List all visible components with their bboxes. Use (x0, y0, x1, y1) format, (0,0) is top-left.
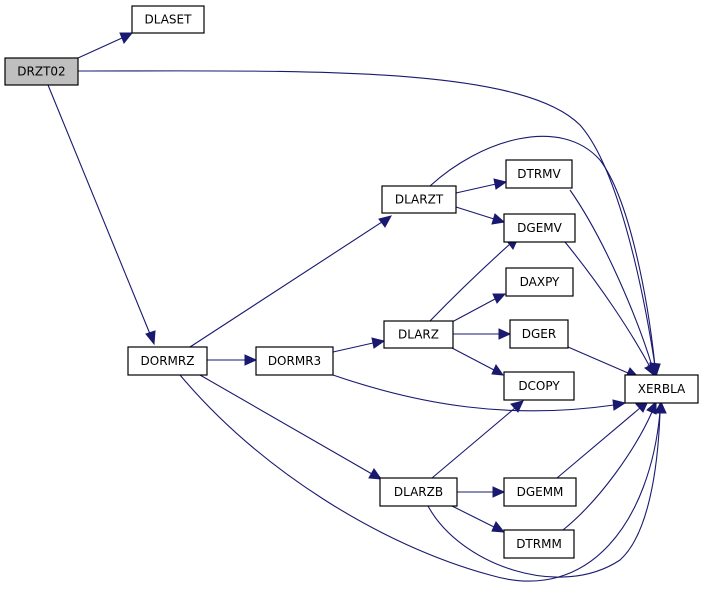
arrow-dormrz-dlarzb (368, 468, 383, 480)
node-dger[interactable]: DGER (509, 319, 569, 349)
edge-dormr3-xerbla (332, 374, 615, 412)
edge-dlarz-dgemv (429, 243, 511, 322)
node-dtrmv[interactable]: DTRMV (505, 159, 573, 189)
node-label: DLARZT (395, 193, 444, 207)
node-label: DTRMV (517, 167, 561, 181)
arrow-drzt02-dormrz (145, 330, 156, 346)
edges (47, 32, 667, 582)
arrow-dormr3-dlarz (371, 337, 386, 349)
edge-dlarzt-dgemv (455, 206, 495, 220)
edge-dgemm-xerbla (556, 407, 641, 479)
node-label: DTRMM (516, 537, 562, 551)
edge-dlarzt-xerbla (429, 135, 656, 367)
node-label: XERBLA (638, 382, 686, 396)
edge-dormrz-dlarzb (199, 374, 373, 475)
arrow-drzt02-dlaset (119, 32, 134, 44)
edge-drzt02-xerbla (77, 70, 656, 367)
arrow-dlarzb-dgemm (492, 486, 506, 498)
node-label: DLASET (145, 13, 193, 27)
edge-dlarz-daxpy (451, 298, 496, 323)
nodes: DRZT02 DLASET DORMRZ DORMR3 DLARZT DLARZ… (4, 5, 699, 559)
edge-dlarzb-xerbla (427, 411, 661, 578)
node-label: DGEMV (517, 221, 562, 235)
edge-dtrmm-xerbla (562, 411, 653, 531)
arrow-dlarz-dger (498, 328, 512, 340)
node-label: DORMRZ (141, 354, 195, 368)
edge-dgemv-xerbla (564, 241, 651, 368)
arrow-dlarzb-dcopy (510, 400, 524, 413)
node-dlaset[interactable]: DLASET (131, 5, 205, 34)
node-daxpy[interactable]: DAXPY (505, 267, 574, 297)
edge-dtrmv-xerbla (569, 189, 653, 367)
arrow-dgemv-xerbla (644, 363, 656, 378)
node-label: DLARZB (394, 485, 443, 499)
edge-dlarzb-dtrmm (449, 504, 495, 528)
arrow-dtrmm-xerbla (646, 400, 657, 415)
node-label: DGER (522, 327, 556, 341)
edge-dlarz-dcopy (451, 347, 495, 371)
edge-dormrz-xerbla (179, 374, 661, 582)
node-dcopy[interactable]: DCOPY (503, 371, 575, 401)
arrow-dlarz-daxpy (492, 293, 507, 304)
arrow-dlarzb-xerbla (654, 400, 666, 414)
edge-drzt02-dlaset (77, 37, 123, 59)
node-label: DLARZ (398, 328, 439, 342)
arrow-dormrz-dormr3 (244, 354, 258, 366)
node-dgemm[interactable]: DGEMM (503, 477, 577, 507)
edge-dlarzb-dcopy (431, 407, 516, 479)
arrow-dlarzb-dtrmm (491, 521, 506, 533)
node-drzt02[interactable]: DRZT02 (4, 57, 79, 86)
node-dtrmm[interactable]: DTRMM (503, 529, 575, 559)
arrow-dormrz-dlarzt (378, 215, 392, 228)
node-label: DRZT02 (17, 65, 65, 79)
node-dormr3[interactable]: DORMR3 (255, 346, 334, 376)
node-dgemv[interactable]: DGEMV (503, 213, 576, 243)
arrow-dlarz-dcopy (491, 363, 505, 376)
edge-dlarzt-dtrmv (455, 183, 497, 194)
node-dlarz[interactable]: DLARZ (383, 320, 454, 349)
edge-dormrz-dlarzt (189, 221, 383, 348)
node-dlarzt[interactable]: DLARZT (381, 185, 457, 214)
node-dormrz[interactable]: DORMRZ (127, 346, 208, 376)
node-label: DGEMM (517, 485, 564, 499)
arrow-dormr3-xerbla (612, 399, 627, 411)
node-label: DORMR3 (268, 354, 321, 368)
arrow-dlarzt-dtrmv (493, 178, 508, 190)
arrow-dlarzt-dgemv (491, 213, 506, 225)
node-label: DAXPY (520, 275, 560, 289)
edge-dger-xerbla (567, 346, 629, 374)
edge-dormr3-dlarz (332, 342, 374, 353)
node-label: DCOPY (518, 379, 560, 393)
node-xerbla[interactable]: XERBLA (624, 374, 699, 404)
node-dlarzb[interactable]: DLARZB (379, 477, 458, 507)
edge-drzt02-dormrz (47, 84, 151, 335)
